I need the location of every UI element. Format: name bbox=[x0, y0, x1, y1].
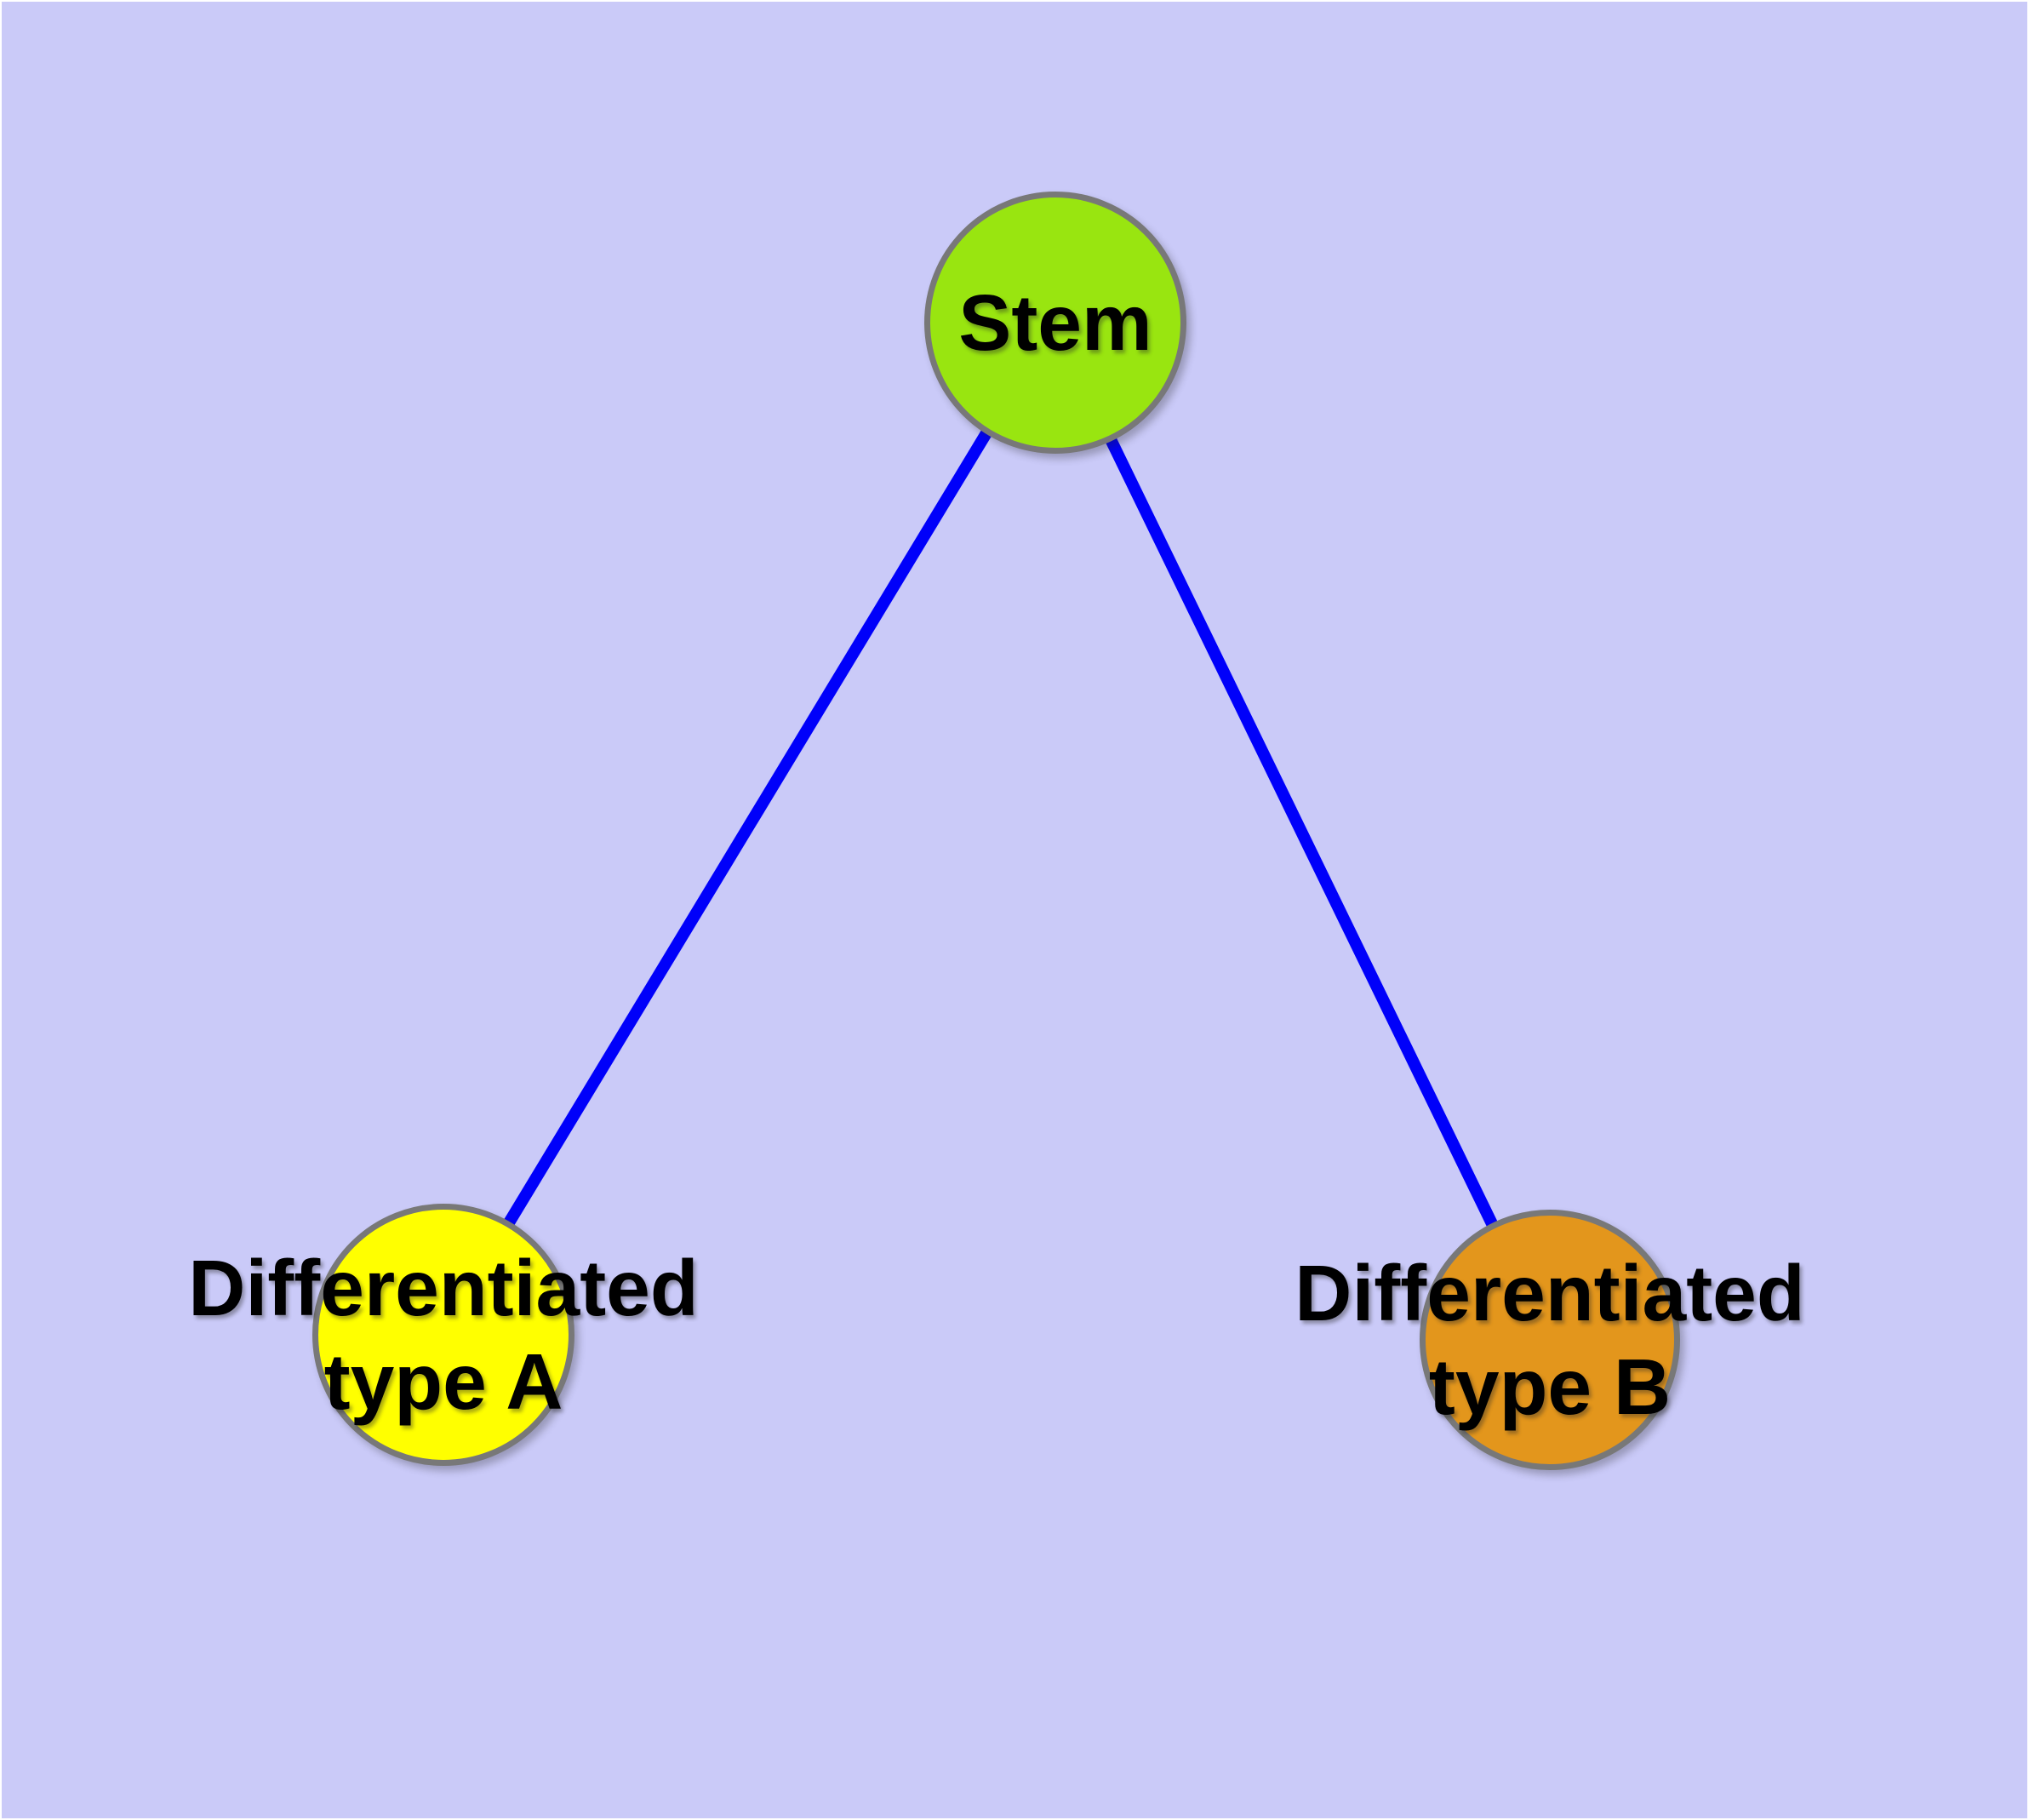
edge-stem-to-differentiated-type-a bbox=[437, 318, 1059, 1336]
edge-stem-to-differentiated-type-b bbox=[1048, 319, 1553, 1341]
